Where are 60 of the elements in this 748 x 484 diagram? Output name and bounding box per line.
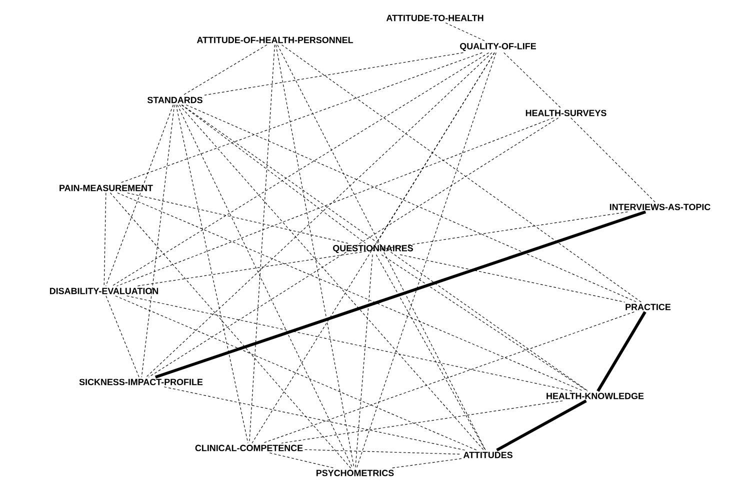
- connector-line: [177, 104, 353, 468]
- connector-line: [355, 254, 373, 468]
- connector-line: [252, 52, 495, 444]
- connector-line: [181, 104, 366, 244]
- connector-line: [269, 452, 335, 468]
- connector-line: [106, 104, 174, 286]
- connector-line: [117, 192, 584, 392]
- connector-line: [390, 458, 462, 468]
- connector-line: [119, 52, 482, 184]
- connector-line: [570, 118, 656, 202]
- connector-line: [400, 254, 626, 302]
- connector-line: [116, 118, 554, 286]
- connector-line: [182, 44, 268, 96]
- connector-line: [356, 52, 496, 468]
- connector-line: [115, 296, 477, 450]
- connector-line: [178, 104, 484, 450]
- connector-line: [141, 104, 175, 378]
- connector-line: [110, 192, 352, 468]
- connector-line: [182, 104, 588, 392]
- term-label: PSYCHOMETRICS: [316, 470, 394, 476]
- term-label: DISABILITY-EVALUATION: [50, 288, 158, 294]
- connector-line: [504, 52, 562, 108]
- term-label: PAIN-MEASUREMENT: [60, 184, 153, 192]
- connector-line: [282, 44, 642, 302]
- connector-line: [126, 296, 573, 392]
- connector-line: [204, 52, 464, 96]
- connector-line: [148, 118, 559, 378]
- term-label: ATTITUDES: [463, 452, 512, 458]
- connector-line: [281, 400, 563, 444]
- connector-line: [164, 386, 466, 450]
- connector-line: [249, 44, 275, 444]
- term-label: CLINICAL-COMPETENCE: [195, 444, 303, 452]
- connector-line: [154, 210, 646, 379]
- connector-line: [104, 192, 106, 286]
- connector-line: [186, 104, 638, 302]
- connector-line: [445, 22, 486, 42]
- connector-line: [176, 104, 248, 444]
- term-label: SICKNESS-IMPACT-PROFILE: [79, 378, 203, 386]
- term-label: STANDARDS: [147, 96, 202, 104]
- connector-line: [496, 400, 587, 452]
- connector-line: [376, 52, 495, 244]
- term-label: ATTITUDE-OF-HEALTH-PERSONNEL: [196, 36, 354, 44]
- term-label: INTERVIEWS-AS-TOPIC: [610, 204, 710, 210]
- term-label: QUALITY-OF-LIFE: [460, 42, 536, 51]
- connector-line: [127, 192, 348, 244]
- connector-line: [381, 254, 588, 392]
- connector-line: [146, 52, 492, 378]
- connector-line: [304, 449, 462, 455]
- connector-line: [596, 311, 646, 392]
- term-label: ATTITUDE-TO-HEALTH: [386, 14, 484, 22]
- connector-line: [262, 312, 635, 444]
- connector-line: [277, 44, 486, 450]
- connector-line: [106, 296, 140, 378]
- term-label: PRACTICE: [626, 304, 671, 310]
- connector-line: [112, 52, 490, 286]
- connector-line: [376, 254, 486, 450]
- term-label: HEALTH-KNOWLEDGE: [546, 392, 644, 400]
- term-label: HEALTH-SURVEYS: [526, 110, 606, 116]
- connector-line: [136, 212, 628, 286]
- connector-line: [276, 44, 354, 468]
